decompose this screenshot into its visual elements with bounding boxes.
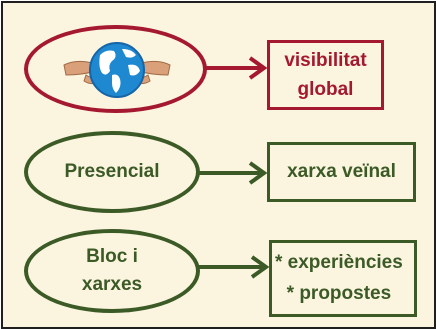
globe-oval (24, 25, 207, 113)
source-2-label: Presencial (64, 160, 160, 182)
target-2-label: xarxa veïnal (287, 161, 396, 182)
source-3-line-2: xarxes (81, 274, 143, 295)
target-box-2: xarxa veïnal (267, 142, 416, 202)
target-3-line-2: * propostes (286, 282, 392, 304)
globe-with-hands-icon (63, 42, 171, 98)
source-oval-3: Bloc i xarxes (24, 229, 200, 313)
arrow-row-2 (199, 161, 268, 185)
target-3-line-1: * experiències (275, 252, 403, 274)
target-box-3: * experiències * propostes (269, 240, 417, 317)
arrow-row-1 (205, 56, 268, 80)
source-3-line-1: Bloc i (86, 245, 138, 267)
target-box-1: visibilitat global (267, 40, 384, 110)
arrow-row-3 (199, 255, 270, 279)
target-1-line-2: global (297, 79, 354, 100)
target-1-line-1: visibilitat (284, 49, 367, 71)
source-oval-2: Presencial (24, 131, 200, 213)
